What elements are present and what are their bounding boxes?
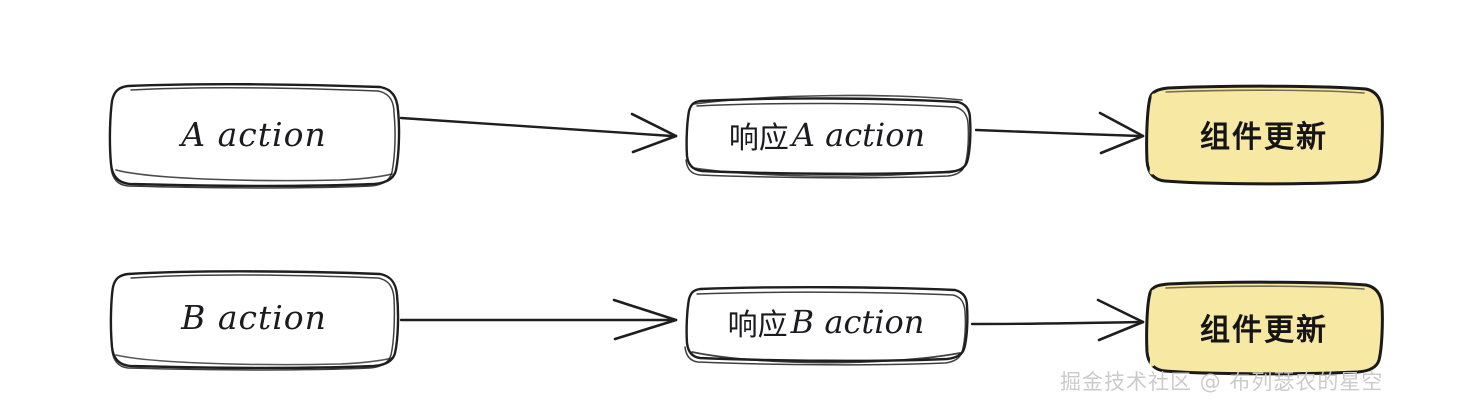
node-update-a-shape[interactable]: [1145, 84, 1384, 186]
arrow-respond-a-to-update-a: [974, 111, 1145, 155]
arrow-respond-b-to-update-b: [970, 298, 1145, 342]
node-update-b-shape[interactable]: [1145, 280, 1384, 376]
node-a-action-shape[interactable]: [108, 82, 401, 189]
watermark: 掘金技术社区 @ 布列瑟农的星空: [1060, 370, 1384, 394]
node-respond-b-shape[interactable]: [684, 285, 969, 366]
node-respond-a-shape[interactable]: [685, 94, 972, 179]
node-respond-b[interactable]: [686, 288, 966, 356]
node-b-action[interactable]: [110, 272, 398, 362]
arrow-b-action-to-respond-b: [399, 298, 678, 341]
node-update-b[interactable]: [1146, 283, 1382, 371]
arrow-a-action-to-respond-a: [399, 112, 678, 154]
node-b-action-shape[interactable]: [109, 270, 400, 371]
node-a-action[interactable]: [110, 85, 398, 183]
node-respond-a[interactable]: [686, 100, 968, 170]
node-update-a[interactable]: [1146, 87, 1382, 181]
